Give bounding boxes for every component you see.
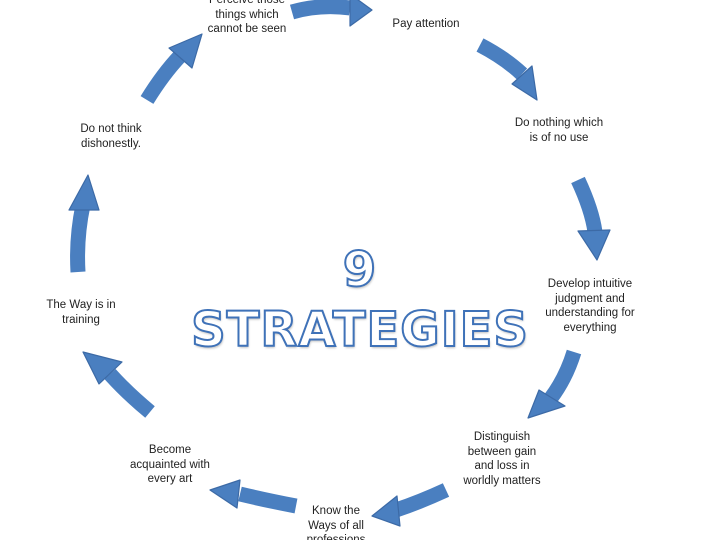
- strategy-distinguish-gain-loss: Distinguish between gain and loss in wor…: [463, 431, 541, 487]
- strategy-perceive-unseen: Perceive those things which cannot be se…: [207, 0, 287, 35]
- arrow-1: [289, 0, 373, 27]
- arrow-2: [476, 38, 538, 101]
- arrow-9: [140, 33, 203, 104]
- strategy-do-not-think-dishonestly: Do not think dishonestly.: [80, 123, 142, 150]
- arrow-8: [68, 174, 100, 273]
- diagram-title: 9 STRATEGIES: [190, 241, 529, 359]
- strategy-know-professions: Know the Ways of all professions: [306, 505, 366, 540]
- arrow-6: [209, 479, 298, 514]
- strategy-pay-attention: Pay attention: [392, 18, 460, 30]
- arrow-5: [371, 483, 450, 527]
- strategy-way-in-training: The Way is in training: [46, 299, 116, 326]
- strategy-become-acquainted-arts: Become acquainted with every art: [130, 444, 210, 485]
- strategy-do-nothing-useless: Do nothing which is of no use: [514, 117, 604, 144]
- arrow-7: [82, 351, 155, 418]
- arrow-4: [527, 349, 582, 419]
- strategy-develop-intuitive-judgment: Develop intuitive judgment and understan…: [545, 278, 635, 334]
- arrow-3: [571, 176, 611, 261]
